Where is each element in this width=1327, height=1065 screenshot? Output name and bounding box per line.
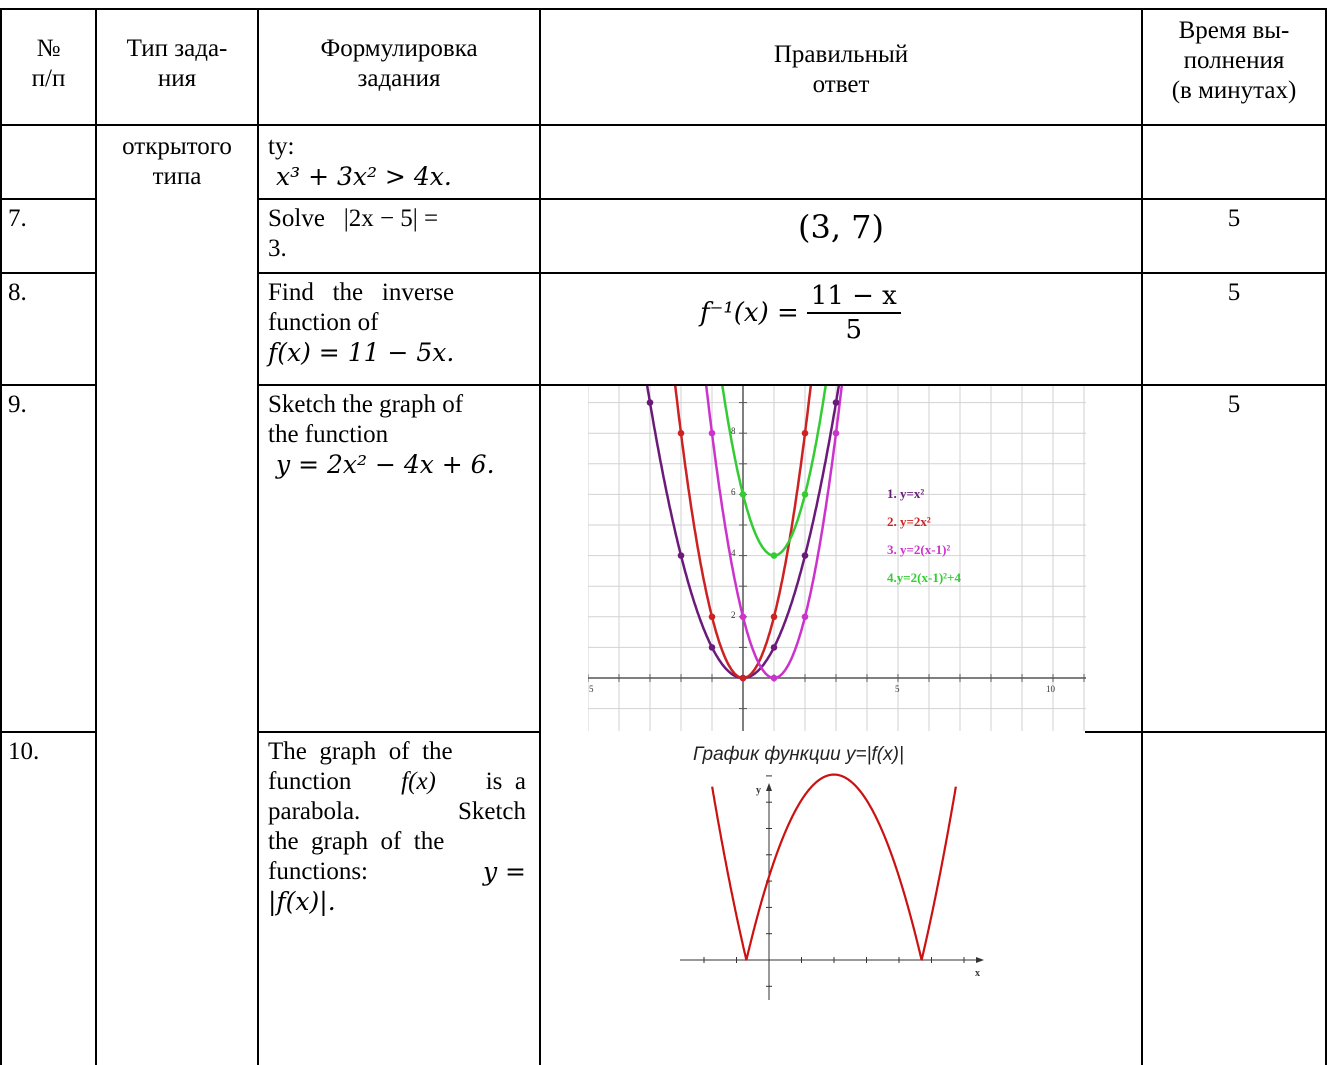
graph2-x-arrow [976, 957, 984, 963]
graph1-x-tick-5: 5 [895, 684, 900, 694]
rule-row7-bottom [258, 272, 1327, 274]
header-answer: Правильный ответ [773, 41, 909, 98]
graph1-x-tick-10: 10 [1046, 684, 1056, 694]
graph1-point [801, 613, 809, 621]
graph1-point [770, 552, 778, 559]
graph1-point [646, 399, 654, 406]
rule-row9-bottom [258, 731, 540, 733]
header-type: Тип зада- ния [126, 35, 228, 92]
row7-time: 5 [1227, 205, 1241, 232]
graph1-point [677, 552, 685, 559]
row8-num: 8. [8, 279, 27, 306]
answer-numerator: 11 − x [806, 280, 901, 314]
rule-col2 [257, 8, 259, 1065]
rule-col3 [539, 8, 541, 1065]
answer-denominator: 5 [845, 315, 863, 345]
graph2-x-label: x [975, 968, 980, 979]
graph1-point [770, 644, 778, 651]
graph2-y-label: y [756, 785, 761, 796]
rule-row8-bottom [258, 384, 1327, 386]
graph1-grid [588, 386, 1086, 731]
row8-time: 5 [1227, 279, 1241, 306]
curve-abs-f [711, 773, 957, 962]
header-num: № п/п [31, 35, 66, 92]
row10-num: 10. [8, 738, 40, 765]
graph1-point [677, 429, 685, 437]
task-type: открытого типа [122, 133, 232, 190]
row9-task: Sketch the graph of the function y = 2x²… [268, 391, 495, 479]
graph1-point [708, 429, 716, 437]
graph1-point [801, 552, 809, 559]
row8-task: Find the inverse function of f(x) = 11 −… [268, 279, 455, 367]
header-formulation: Формулировка задания [320, 35, 478, 92]
rule-row9-bottom [1085, 731, 1327, 733]
graph1-y-tick-6: 6 [731, 487, 736, 497]
graph1-point [801, 491, 809, 498]
graph1-y-tick-4: 4 [731, 548, 736, 558]
rule-row7-bottom [0, 272, 96, 274]
rule-row6-bottom [0, 198, 96, 200]
parabola-family-graph: 8 6 4 2 5 5 10 1. y=x² 2. y=2x² 3. y=2(x… [588, 386, 1086, 731]
rule-top [0, 8, 1327, 10]
rule-header-bottom [0, 124, 1327, 126]
rule-col1 [95, 8, 97, 1065]
answer-fraction: 11 − x 5 [806, 280, 901, 346]
graph1-point [739, 491, 747, 498]
legend-item-4: 4.y=2(x-1)²+4 [887, 570, 961, 585]
graph1-point [739, 613, 747, 621]
graph1-point [801, 429, 809, 437]
graph1-point [832, 429, 840, 437]
row8-answer: f⁻¹(x) = 11 − x 5 [700, 278, 901, 348]
row9-time: 5 [1227, 391, 1241, 418]
rule-col5 [1325, 8, 1327, 1065]
graph1-point [770, 674, 778, 682]
rule-col4 [1141, 8, 1143, 1065]
rule-col0 [0, 8, 2, 1065]
rule-row9-bottom [0, 731, 96, 733]
row9-num: 9. [8, 391, 27, 418]
graph1-y-tick-2: 2 [731, 610, 736, 620]
graph1-point [708, 613, 716, 621]
graph1-point [832, 399, 840, 406]
graph2-title: График функции y=|f(x)| [693, 744, 904, 765]
graph1-point [739, 674, 747, 682]
graph2-y-arrow [766, 783, 772, 791]
graph1-point [770, 613, 778, 621]
row7-task: Solve |2x − 5| = 3. [268, 205, 439, 262]
row7-num: 7. [8, 205, 27, 232]
graph1-x-tick-neg5: 5 [589, 684, 594, 694]
graph1-y-tick-8: 8 [731, 426, 736, 436]
rule-row6-bottom [258, 198, 1327, 200]
legend-item-1: 1. y=x² [887, 486, 924, 501]
row7-answer: (3, 7) [797, 208, 885, 246]
rule-row8-bottom [0, 384, 96, 386]
legend-item-2: 2. y=2x² [887, 514, 931, 529]
answer-lhs: f⁻¹(x) = [700, 298, 799, 328]
graph1-point [708, 644, 716, 651]
row6-task: ty: x³ + 3x² > 4x. [268, 133, 452, 191]
abs-parabola-graph: x y [680, 773, 984, 1000]
legend-item-3: 3. y=2(x-1)² [887, 542, 950, 557]
header-time: Время вы- полнения (в минутах) [1171, 17, 1297, 104]
